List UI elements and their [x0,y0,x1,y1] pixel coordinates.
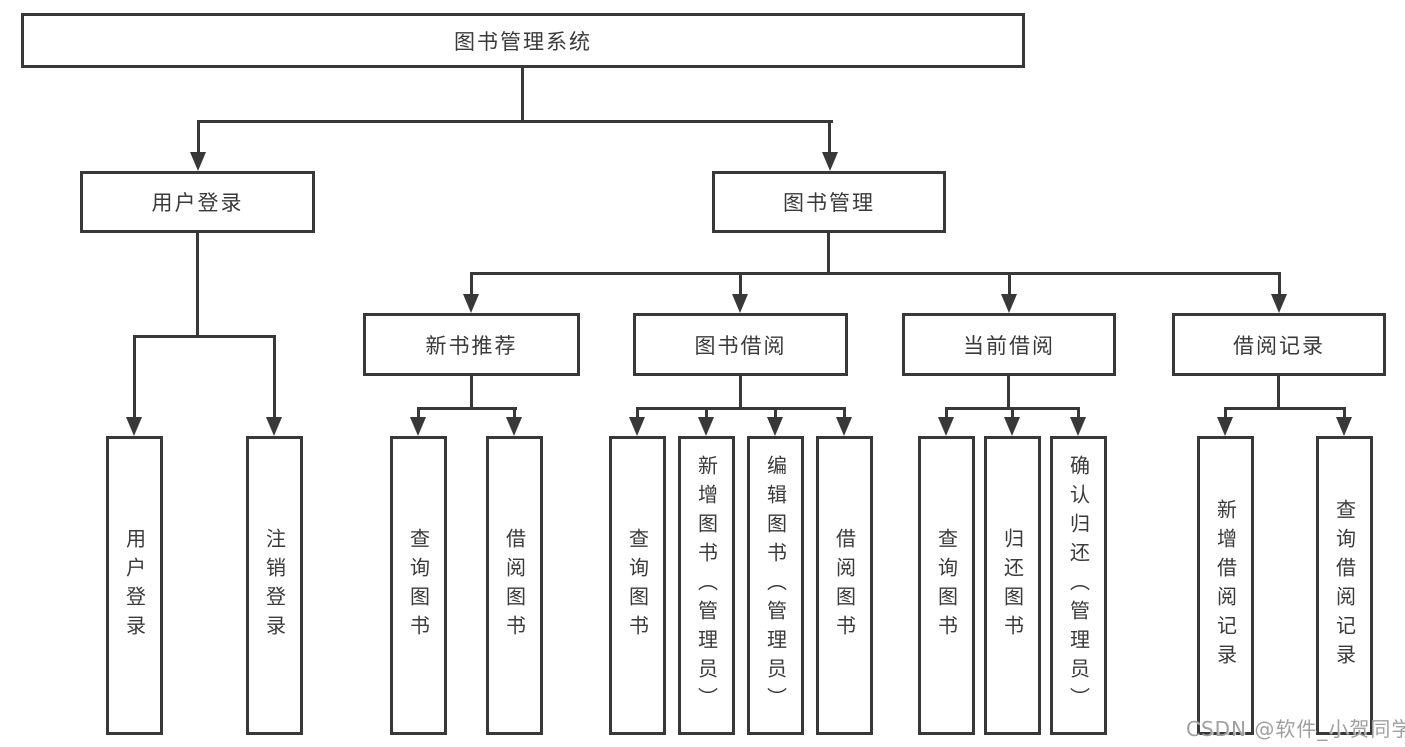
arrow-down-icon [463,294,479,313]
arrow-down-icon [732,294,748,313]
leaf-edit-book-admin: 编辑图书（管理员） [747,436,804,735]
connector-line [774,407,777,419]
leaf-label: 编辑图书（管理员） [763,455,788,716]
connector-line [513,407,516,419]
node-label: 图书管理 [783,191,875,215]
leaf-borrow-books-2: 借阅图书 [816,436,873,735]
node-label: 图书管理系统 [454,29,592,54]
connector-line [196,233,199,337]
arrow-down-icon [836,417,852,436]
arrow-down-icon [1217,417,1233,436]
connector-line [705,407,708,419]
connector-line [828,120,831,154]
leaf-query-borrow-record: 查询借阅记录 [1316,436,1373,735]
leaf-query-books-2: 查询图书 [609,436,666,735]
connector-line [739,376,742,409]
leaf-label: 查询图书 [406,527,431,644]
leaf-label: 查询图书 [934,527,959,644]
connector-line [739,272,742,296]
node-borrow-records: 借阅记录 [1172,313,1386,376]
leaf-label: 新增图书（管理员） [694,455,719,716]
watermark: CSDN @软件_小贺同学 [1186,717,1405,741]
leaf-add-borrow-record: 新增借阅记录 [1197,436,1254,735]
leaf-borrow-books-1: 借阅图书 [486,436,543,735]
arrow-down-icon [629,417,645,436]
connector-line [197,120,833,123]
arrow-down-icon [1271,294,1287,313]
leaf-label: 借阅图书 [832,527,857,644]
leaf-label: 查询图书 [625,527,650,644]
leaf-query-books-3: 查询图书 [918,436,975,735]
leaf-logout: 注销登录 [246,436,303,735]
leaf-label: 确认归还（管理员） [1066,455,1091,716]
node-label: 图书借阅 [694,333,787,358]
connector-line [1277,376,1280,409]
arrow-down-icon [190,152,206,171]
connector-line [1007,376,1010,409]
leaf-label: 借阅图书 [502,527,527,644]
arrow-down-icon [410,417,426,436]
leaf-query-books-1: 查询图书 [390,436,447,735]
arrow-down-icon [767,417,783,436]
connector-line [1224,407,1227,419]
node-new-book-recommend: 新书推荐 [363,313,580,376]
node-label: 当前借阅 [963,333,1055,358]
node-label: 新书推荐 [425,333,518,358]
connector-line [133,335,276,338]
connector-line [521,68,524,122]
arrow-down-icon [1336,417,1352,436]
leaf-label: 用户登录 [122,527,147,644]
arrow-down-icon [266,417,282,436]
connector-line [417,407,517,410]
leaf-label: 注销登录 [262,527,287,644]
leaf-add-book-admin: 新增图书（管理员） [678,436,735,735]
connector-line [470,272,1281,275]
connector-line [1343,407,1346,419]
connector-line [636,407,639,419]
arrow-down-icon [1004,417,1020,436]
connector-line [273,335,276,419]
connector-line [1008,272,1011,296]
connector-line [197,120,200,154]
leaf-label: 归还图书 [1000,527,1025,644]
connector-line [1077,407,1080,419]
leaf-user-login: 用户登录 [106,436,163,735]
connector-line [945,407,948,419]
arrow-down-icon [506,417,522,436]
connector-line [636,407,846,410]
connector-line [827,233,830,274]
arrow-down-icon [822,152,838,171]
node-current-borrow: 当前借阅 [902,313,1116,376]
leaf-label: 查询借阅记录 [1332,498,1357,673]
leaf-return-books: 归还图书 [984,436,1041,735]
connector-line [417,407,420,419]
arrow-down-icon [126,417,142,436]
connector-line [843,407,846,419]
arrow-down-icon [938,417,954,436]
node-root: 图书管理系统 [21,13,1025,68]
leaf-confirm-return-admin: 确认归还（管理员） [1050,436,1107,735]
arrow-down-icon [1001,294,1017,313]
node-label: 用户登录 [151,191,244,215]
arrow-down-icon [1070,417,1086,436]
connector-line [1278,272,1281,296]
connector-line [1011,407,1014,419]
node-label: 借阅记录 [1233,333,1325,358]
connector-line [133,335,136,419]
leaf-label: 新增借阅记录 [1213,498,1238,673]
node-book-management: 图书管理 [712,171,946,233]
connector-line [470,376,473,409]
node-book-borrow: 图书借阅 [633,313,848,376]
connector-line [470,272,473,296]
node-user-login: 用户登录 [80,171,315,233]
arrow-down-icon [698,417,714,436]
connector-line [1224,407,1346,410]
